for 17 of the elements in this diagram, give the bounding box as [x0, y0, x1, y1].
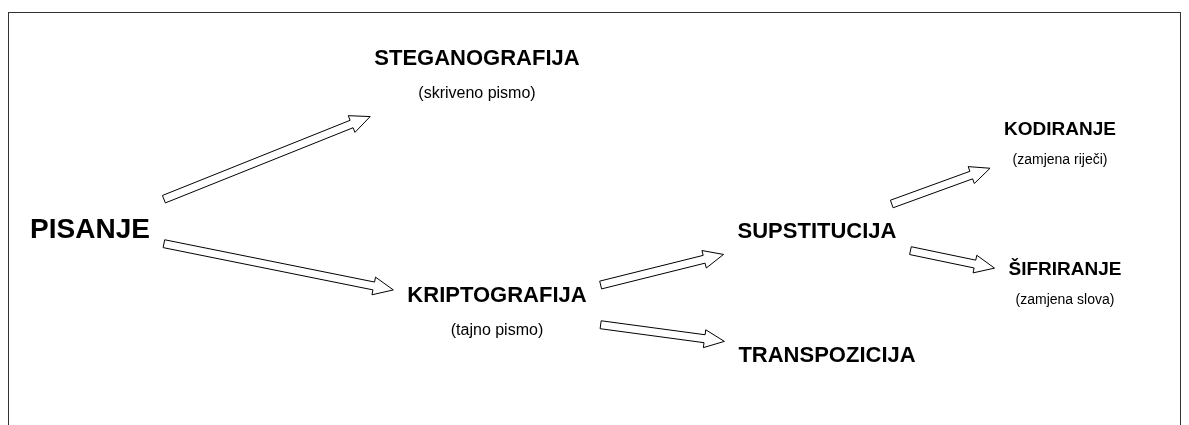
node-title: ŠIFRIRANJE [1008, 258, 1122, 281]
node-subtitle: (zamjena riječi) [1012, 150, 1108, 168]
node-subtitle: (tajno pismo) [450, 320, 544, 340]
node-title: STEGANOGRAFIJA [374, 45, 580, 72]
block-arrow [162, 239, 394, 296]
block-arrow [599, 320, 725, 349]
node-subtitle: (zamjena slova) [1015, 290, 1115, 308]
block-arrow [889, 166, 991, 209]
node-title: SUPSTITUCIJA [737, 218, 897, 245]
node-subtitle: (skriveno pismo) [418, 83, 536, 103]
node-title: KRIPTOGRAFIJA [407, 282, 587, 309]
node-title: TRANSPOZICIJA [738, 342, 916, 369]
block-arrow [599, 250, 725, 290]
block-arrow [909, 246, 995, 274]
block-arrow [161, 115, 371, 204]
node-title: KODIRANJE [1004, 118, 1116, 141]
node-title: PISANJE [30, 212, 150, 246]
